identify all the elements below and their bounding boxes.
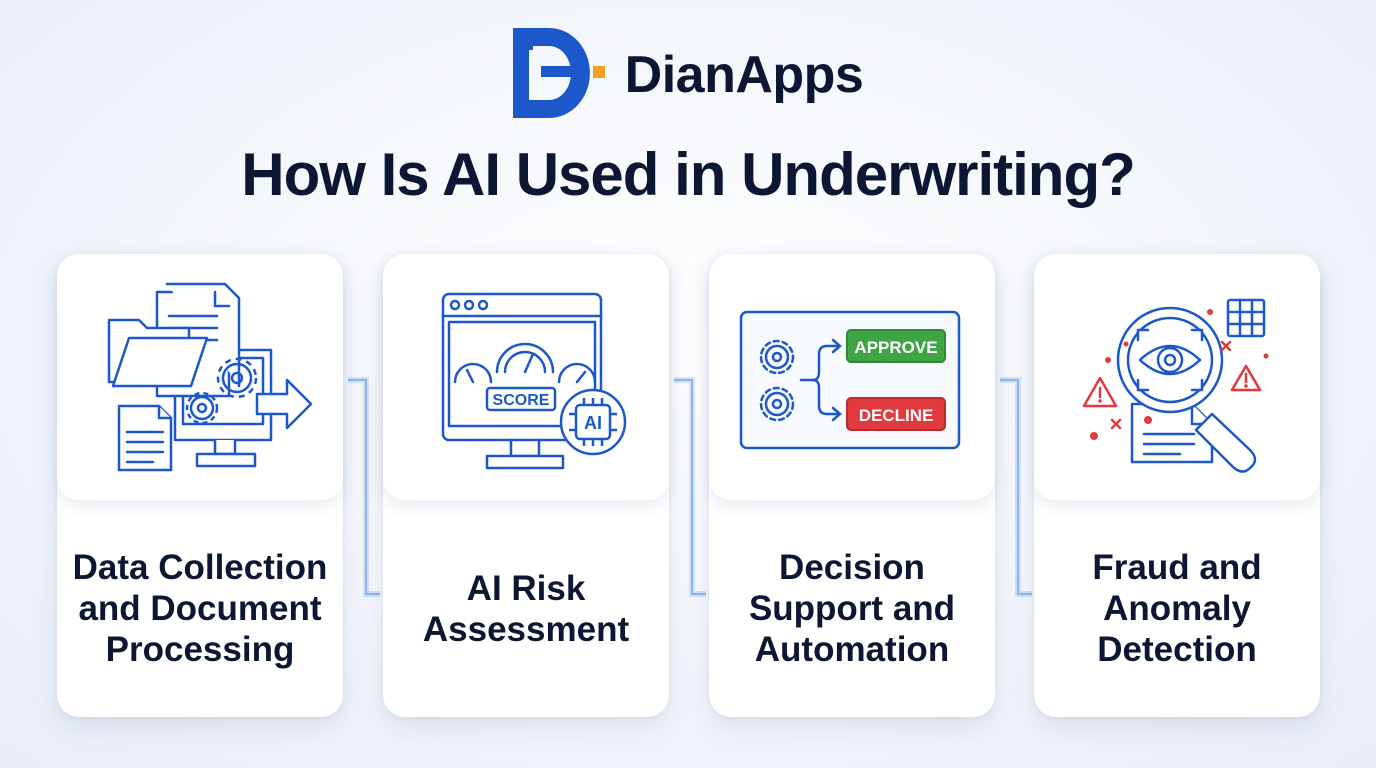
data-collection-icon [107, 282, 313, 472]
dianapps-logo-icon [512, 28, 605, 118]
card-risk-assessment: SCORE AI AI Risk Assessment [383, 254, 669, 717]
card-icon-panel [1034, 254, 1320, 500]
page-title: How Is AI Used in Underwriting? [241, 141, 1136, 208]
score-label: SCORE [493, 392, 550, 409]
fraud-detection-icon [1082, 298, 1269, 473]
card-icon-panel: APPROVE DECLINE [709, 254, 995, 500]
approve-badge: APPROVE [854, 338, 937, 357]
connector-1-2 [348, 377, 380, 597]
brand-name: DianApps [624, 46, 864, 104]
card-label: Fraud and Anomaly Detection [1092, 548, 1262, 669]
card-icon-panel: SCORE AI [383, 254, 669, 500]
card-fraud-detection: Fraud and Anomaly Detection [1034, 254, 1320, 717]
card-icon-panel [57, 254, 343, 500]
card-decision-support: APPROVE DECLINE Decision Support and Aut… [709, 254, 995, 717]
connector-2-3 [674, 377, 706, 597]
card-label: Data Collection and Document Processing [72, 548, 328, 669]
connector-3-4 [1000, 377, 1032, 597]
brand-header: DianApps [0, 28, 1376, 122]
card-label: AI Risk Assessment [422, 568, 630, 649]
card-data-collection: Data Collection and Document Processing [57, 254, 343, 717]
risk-assessment-icon: SCORE AI [441, 292, 627, 470]
card-label: Decision Support and Automation [748, 548, 956, 669]
decision-flow-icon: APPROVE DECLINE [739, 310, 961, 450]
decline-badge: DECLINE [859, 406, 934, 425]
ai-chip-label: AI [584, 413, 602, 433]
